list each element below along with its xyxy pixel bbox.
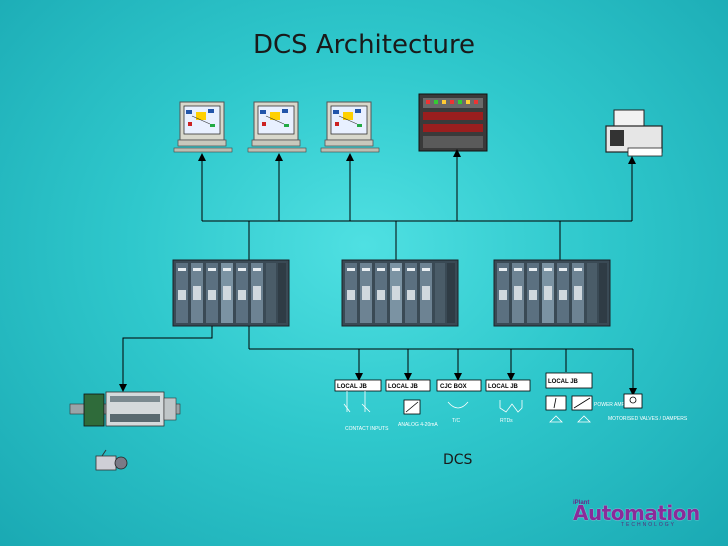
operator-workstations <box>173 101 380 153</box>
field-device-icon <box>95 449 128 471</box>
junction-box-5: LOCAL JB POWER AMP MOTORISED VALVES / DA… <box>545 372 688 423</box>
junction-box-caption: MOTORISED VALVES / DAMPERS <box>608 416 688 422</box>
junction-box-caption: T/C <box>452 418 460 424</box>
control-panel-icon <box>418 93 488 152</box>
controller-cabinets <box>172 259 611 327</box>
junction-box-label: LOCAL JB <box>337 384 368 390</box>
junction-box-label: LOCAL JB <box>488 384 519 390</box>
controller-cabinet-icon <box>172 259 290 327</box>
junction-box-1: LOCAL JB CONTACT INPUTS <box>334 379 389 432</box>
dcs-label: DCS <box>443 452 473 468</box>
power-amp-label: POWER AMP <box>594 402 626 408</box>
workstation-monitor-icon <box>320 101 380 153</box>
junction-box-label: CJC BOX <box>440 384 467 390</box>
junction-box-4: LOCAL JB RTDs <box>485 379 531 424</box>
brand-logo: iPlant Automation TECHNOLOGY <box>573 500 713 530</box>
workstation-monitor-icon <box>173 101 233 153</box>
logo-main-text: Automation <box>573 501 700 525</box>
logo-sub-text: TECHNOLOGY <box>621 522 677 528</box>
field-bus <box>119 326 637 396</box>
junction-box-2: LOCAL JB ANALOG 4-20mA <box>385 379 438 428</box>
printer-icon <box>605 109 663 157</box>
junction-box-label: LOCAL JB <box>548 379 579 385</box>
logo-small-text: iPlant <box>573 500 590 506</box>
remote-io-icon <box>69 391 181 427</box>
diagram-title: DCS Architecture <box>252 30 476 60</box>
junction-box-label: LOCAL JB <box>388 384 419 390</box>
controller-cabinet-icon <box>341 259 459 327</box>
junction-box-caption: CONTACT INPUTS <box>345 426 389 432</box>
junction-box-caption: RTDs <box>500 418 513 424</box>
junction-box-3: CJC BOX T/C <box>436 379 482 424</box>
junction-box-caption: ANALOG 4-20mA <box>398 422 438 428</box>
controller-cabinet-icon <box>493 259 611 327</box>
workstation-monitor-icon <box>247 101 307 153</box>
control-network-bus <box>198 149 636 260</box>
